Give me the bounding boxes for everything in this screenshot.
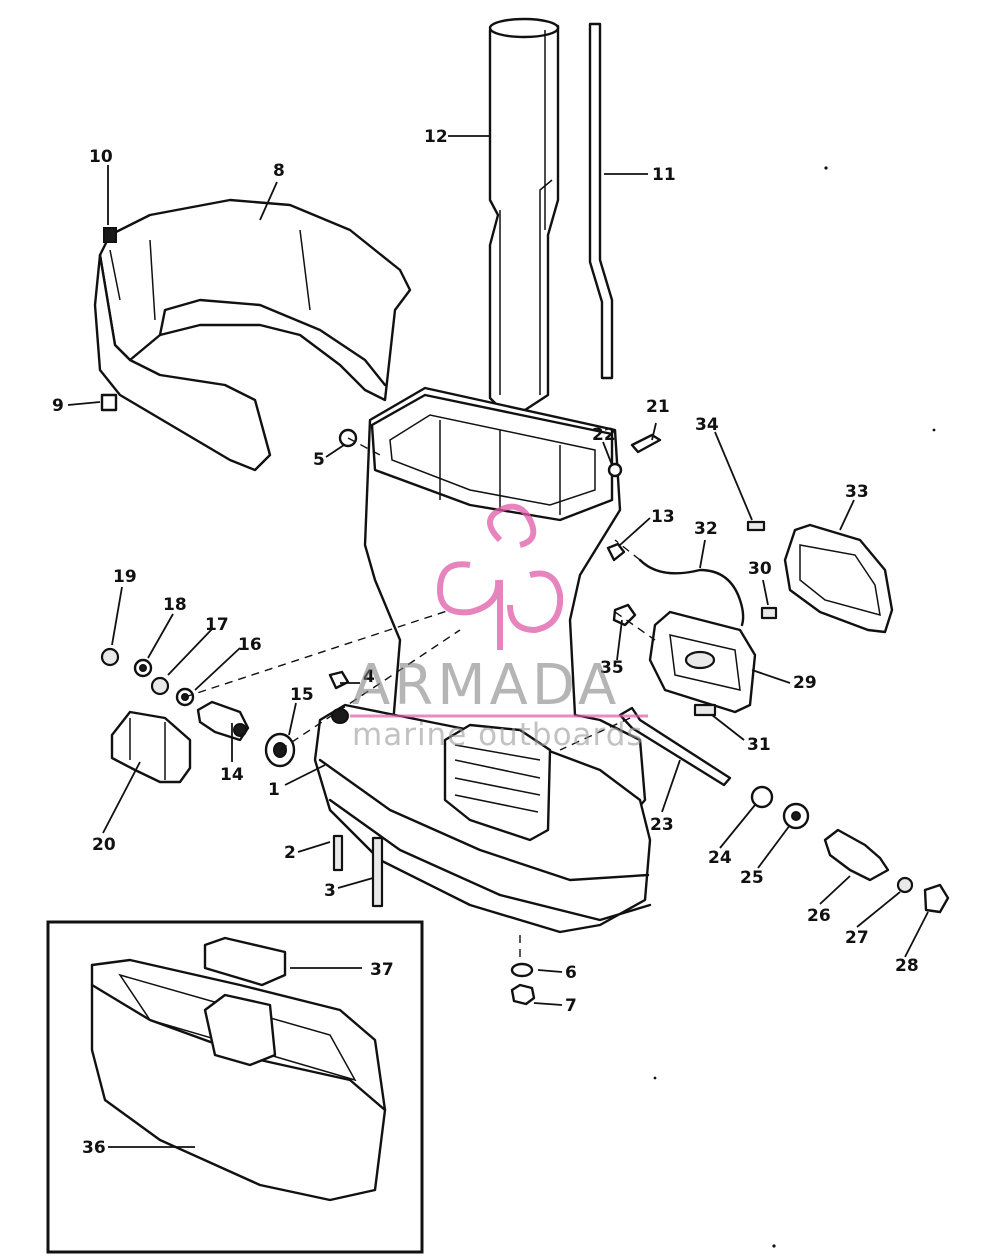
callout-28: 28 [895, 956, 919, 976]
callout-5: 5 [313, 450, 325, 470]
callout-numbers: 1 2 3 4 5 6 7 8 9 10 11 12 13 14 15 16 1… [52, 127, 919, 1158]
part-exhaust-tube [488, 17, 560, 412]
callout-3: 3 [324, 881, 336, 901]
callout-32: 32 [694, 519, 718, 539]
part-studs [332, 834, 384, 908]
callout-11: 11 [652, 165, 676, 185]
callout-17: 17 [205, 615, 229, 635]
watermark-tagline: marine outboards [352, 717, 644, 753]
part-bracket [110, 710, 192, 784]
callout-24: 24 [708, 848, 732, 868]
callout-22: 22 [592, 425, 616, 445]
callout-37: 37 [370, 960, 394, 980]
watermark: ARMADA marine outboards [350, 503, 648, 753]
part-water-tube [588, 22, 614, 380]
inset-box [46, 920, 424, 1254]
callout-34: 34 [695, 415, 719, 435]
callout-26: 26 [807, 906, 831, 926]
part-cover-plate [783, 523, 894, 634]
part-long-bolt [618, 706, 732, 787]
callout-25: 25 [740, 868, 764, 888]
leader-lines [67, 135, 929, 1148]
part-side-cover [648, 610, 757, 714]
watermark-brand: ARMADA [352, 653, 620, 718]
callout-15: 15 [290, 685, 314, 705]
callout-27: 27 [845, 928, 869, 948]
callout-13: 13 [651, 507, 675, 527]
callout-29: 29 [793, 673, 817, 693]
callout-2: 2 [284, 843, 296, 863]
callout-18: 18 [163, 595, 187, 615]
callout-10: 10 [89, 147, 113, 167]
callout-9: 9 [52, 396, 64, 416]
callout-21: 21 [646, 397, 670, 417]
callout-1: 1 [268, 780, 280, 800]
callout-8: 8 [273, 161, 285, 181]
callout-20: 20 [92, 835, 116, 855]
callout-7: 7 [565, 996, 577, 1016]
callout-35: 35 [600, 658, 624, 678]
callout-36: 36 [82, 1138, 106, 1158]
callout-30: 30 [748, 559, 772, 579]
callout-6: 6 [565, 963, 577, 983]
scan-specks [653, 166, 936, 1248]
assembly-dashed-lines [184, 437, 656, 960]
callout-33: 33 [845, 482, 869, 502]
callout-12: 12 [424, 127, 448, 147]
watermark-logo-icon [436, 503, 564, 650]
part-fitting [196, 700, 250, 742]
callout-23: 23 [650, 815, 674, 835]
part-small-hardware [100, 393, 778, 717]
callout-16: 16 [238, 635, 262, 655]
part-shroud [93, 198, 412, 472]
part-anode-assembly [750, 785, 950, 914]
part-bottom-nut [510, 962, 536, 1006]
callout-4: 4 [363, 667, 375, 687]
callout-31: 31 [747, 735, 771, 755]
part-driveshaft-housing [313, 386, 652, 934]
callout-19: 19 [113, 567, 137, 587]
callout-14: 14 [220, 765, 244, 785]
